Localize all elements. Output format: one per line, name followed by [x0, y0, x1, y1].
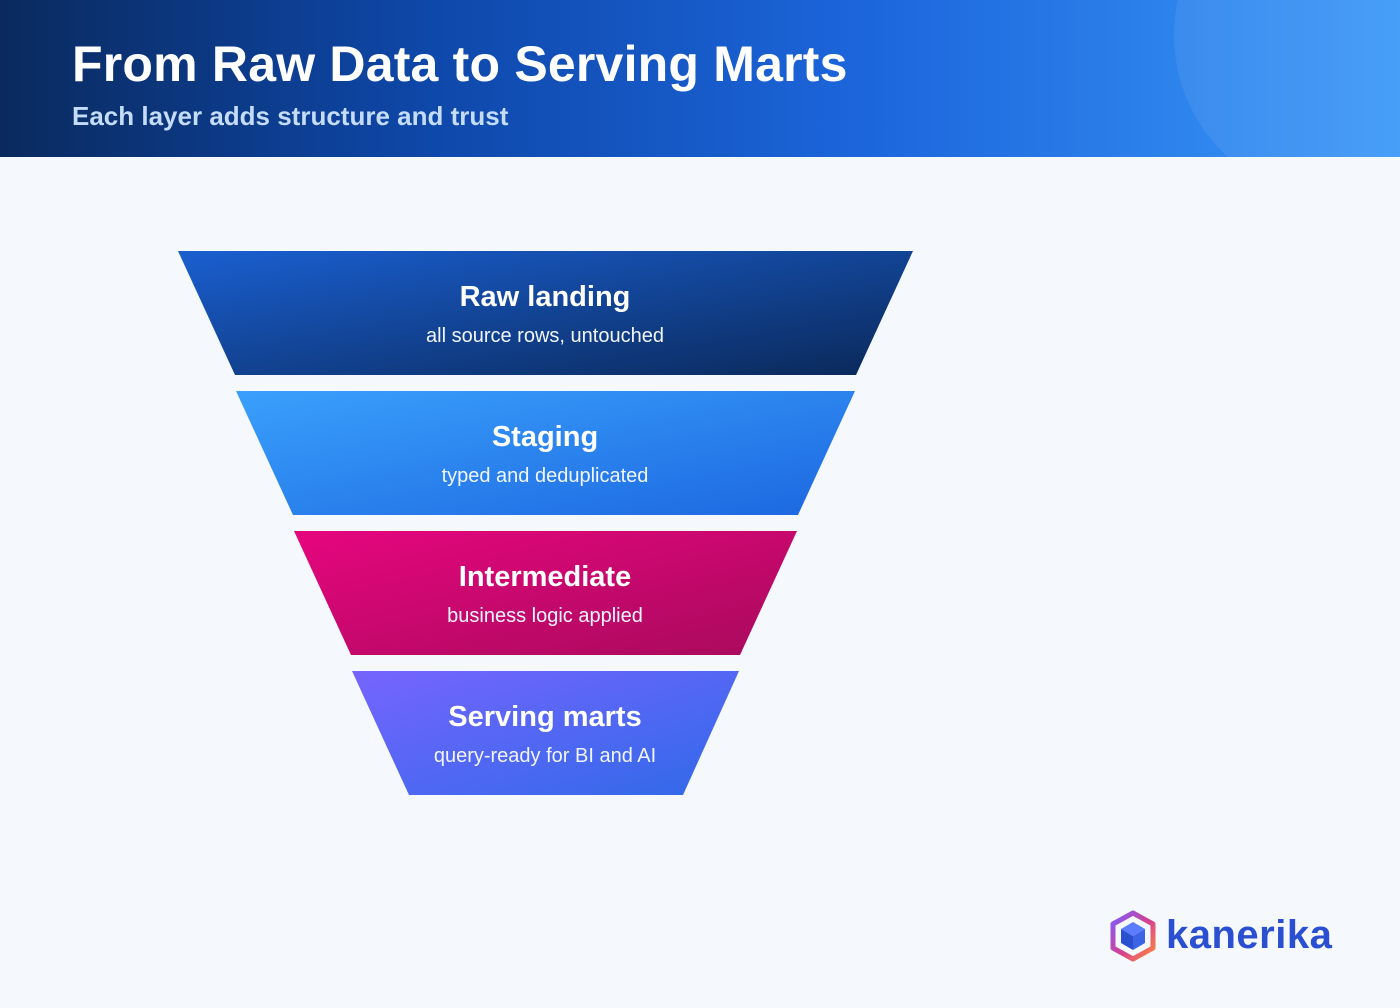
funnel-layer-serving-marts: Serving marts query-ready for BI and AI — [352, 671, 739, 795]
header-decoration — [1174, 0, 1400, 157]
funnel-layer-intermediate: Intermediate business logic applied — [294, 531, 797, 655]
funnel-layer-name: Intermediate — [459, 561, 631, 593]
funnel-layer-name: Raw landing — [460, 281, 631, 313]
kanerika-logo: kanerika — [1108, 908, 1348, 964]
funnel-layer-staging: Staging typed and deduplicated — [236, 391, 855, 515]
page-subtitle: Each layer adds structure and trust — [72, 101, 509, 131]
funnel-layer-description: typed and deduplicated — [442, 465, 649, 487]
funnel-layer-description: business logic applied — [447, 605, 643, 627]
funnel-layer-shape — [178, 251, 913, 375]
funnel-layer-name: Serving marts — [448, 701, 641, 733]
funnel-layer-description: query-ready for BI and AI — [434, 745, 656, 767]
page-title: From Raw Data to Serving Marts — [72, 36, 848, 92]
funnel-layer-description: all source rows, untouched — [426, 325, 664, 347]
funnel-layer-name: Staging — [492, 421, 598, 453]
funnel-layer-shape — [352, 671, 739, 795]
funnel-layer-raw-landing: Raw landing all source rows, untouched — [178, 251, 913, 375]
brand-name: kanerika — [1166, 913, 1333, 957]
cube-logo-icon — [1110, 910, 1156, 962]
header-banner: From Raw Data to Serving Marts Each laye… — [0, 0, 1400, 157]
funnel-layer-shape — [236, 391, 855, 515]
funnel-layer-shape — [294, 531, 797, 655]
